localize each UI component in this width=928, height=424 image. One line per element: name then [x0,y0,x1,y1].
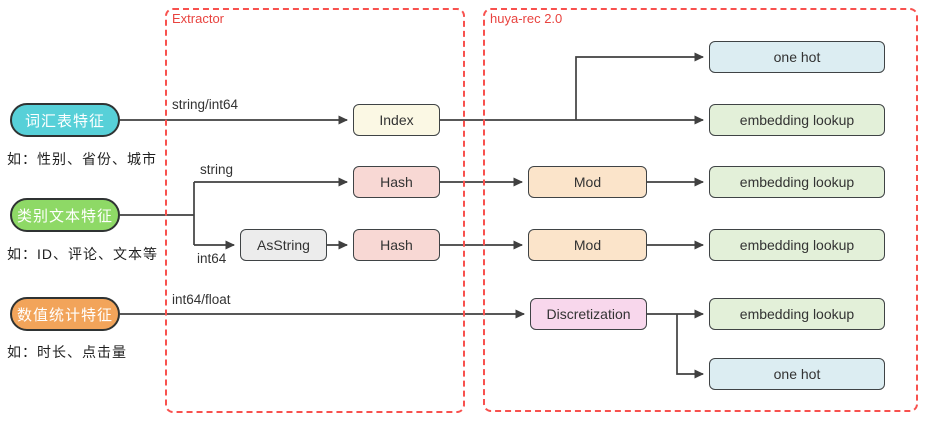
source-pill-vocab: 词汇表特征 [10,103,120,137]
edge-label-int64-float: int64/float [172,292,231,307]
group-extractor [165,8,465,413]
group-extractor-label: Extractor [172,11,225,26]
node-one-hot-top: one hot [709,41,885,73]
group-huya-rec-label: huya-rec 2.0 [490,11,563,26]
node-mod-string: Mod [528,166,647,198]
node-embedding-lookup-mod2: embedding lookup [709,229,885,261]
node-hash-string: Hash [353,166,440,198]
group-huya-rec [483,8,918,412]
node-mod-int64: Mod [528,229,647,261]
edge-label-int64: int64 [197,251,227,266]
node-one-hot-bottom: one hot [709,358,885,390]
source-pill-numeric: 数值统计特征 [10,297,120,331]
node-discretization: Discretization [530,298,647,330]
source-caption-numeric: 如：时长、点击量 [7,344,127,360]
edge-label-string-int64: string/int64 [172,97,239,112]
source-pill-category: 类别文本特征 [10,198,120,232]
edge-label-string: string [200,162,234,177]
source-caption-category: 如：ID、评论、文本等 [7,246,158,262]
node-index: Index [353,104,440,136]
node-embedding-lookup-mod1: embedding lookup [709,166,885,198]
node-hash-int64: Hash [353,229,440,261]
node-embedding-lookup-disc: embedding lookup [709,298,885,330]
node-embedding-lookup-index: embedding lookup [709,104,885,136]
source-caption-vocab: 如：性别、省份、城市 [7,151,157,167]
node-asstring: AsString [240,229,327,261]
